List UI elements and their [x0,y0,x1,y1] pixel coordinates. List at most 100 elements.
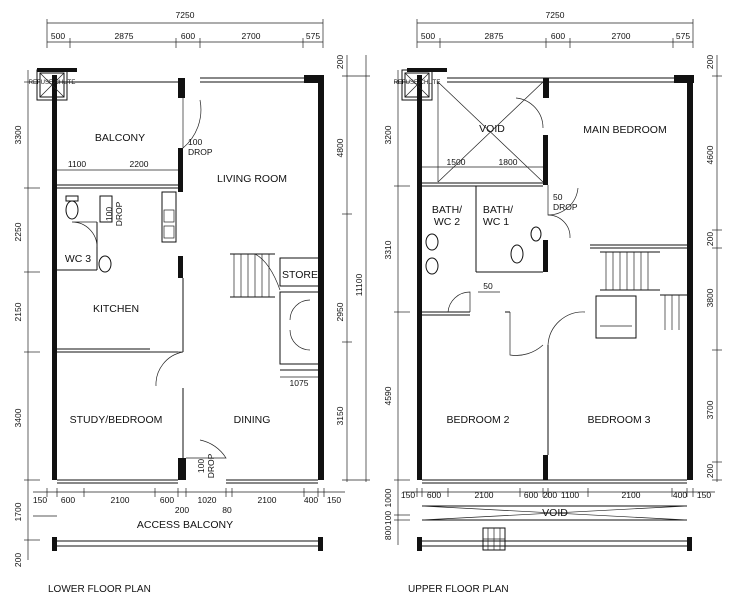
lower-top-part-3: 600 [181,31,195,41]
lower-drop2-value: 100 [104,207,114,221]
upper-void-bottom-label: VOID [542,507,568,519]
upper-top-part-1: 500 [421,31,435,41]
lower-bottom-9: 400 [304,495,318,505]
upper-main-bedroom-label: MAIN BEDROOM [583,124,666,136]
upper-bath2-label-2: WC 2 [434,216,460,228]
upper-top-part-4: 2700 [612,31,631,41]
lower-staircase [230,253,281,298]
lower-drop3-text: DROP [206,453,216,478]
upper-void-top-label: VOID [479,123,505,135]
upper-drop-text: DROP [553,202,578,212]
upper-left-dim-4: 1000 [383,488,393,507]
lower-right-top: 200 [335,55,345,69]
upper-note-50: 50 [483,281,493,291]
lower-right-dimensions: 200 4800 2950 3150 11100 [335,55,370,482]
lower-top-total: 7250 [176,10,195,20]
lower-top-dimensions: 7250 500 2875 600 2700 575 [46,10,324,48]
upper-bath2-label-1: BATH/ [432,204,462,216]
upper-top-part-3: 600 [551,31,565,41]
upper-top-part-5: 575 [676,31,690,41]
upper-bottom-7: 2100 [622,490,641,500]
upper-right-dim-4: 3700 [705,400,715,419]
lower-walls [37,68,324,484]
upper-floor-plan-caption: UPPER FLOOR PLAN [408,584,509,595]
upper-bottom-5: 200 [543,490,557,500]
lower-store-label: STORE [282,269,318,281]
lower-bottom-1: 150 [33,495,47,505]
lower-total-height: 11100 [354,274,364,297]
lower-balcony-label: BALCONY [95,132,145,144]
lower-refuse-chute: REFUSE CHUTE [29,69,76,101]
upper-top-dimensions: 7250 500 2875 600 2700 575 [416,10,694,48]
lower-bottom-8: 2100 [258,495,277,505]
lower-top-part-4: 2700 [242,31,261,41]
upper-top-total: 7250 [546,10,565,20]
lower-left-dimensions: 3300 2250 2150 3400 1700 200 [13,70,40,567]
lower-living-room-label: LIVING ROOM [217,173,287,185]
upper-left-dim-2: 3310 [383,240,393,259]
upper-bedroom-3-label: BEDROOM 3 [587,414,650,426]
upper-bottom-2: 600 [427,490,441,500]
lower-note-1075: 1075 [290,378,309,388]
lower-note-2200: 2200 [130,159,149,169]
upper-right-dim-5: 200 [705,464,715,478]
upper-left-dimensions: 3200 3310 4590 1000 100 800 [383,70,410,545]
lower-bottom-4: 600 [160,495,174,505]
upper-fixtures [425,226,542,275]
upper-top-part-2: 2875 [485,31,504,41]
upper-drop-value: 50 [553,192,563,202]
lower-access-balcony-label: ACCESS BALCONY [137,519,233,531]
lower-drop1-value: 100 [188,137,202,147]
lower-bottom-10: 150 [327,495,341,505]
lower-refuse-chute-label: REFUSE CHUTE [29,80,76,86]
lower-bottom-2: 600 [61,495,75,505]
lower-left-dim-2: 2250 [13,222,23,241]
upper-floor-plan: 7250 500 2875 600 2700 575 3200 3310 459… [383,10,722,595]
lower-bottom-dimensions: 150 600 2100 600 200 1020 80 2100 400 15… [33,488,345,515]
lower-drop1-text: DROP [188,147,213,157]
lower-top-part-2: 2875 [115,31,134,41]
lower-doors [71,98,311,459]
upper-bottom-9: 150 [697,490,711,500]
upper-left-dim-3: 4590 [383,386,393,405]
lower-left-dim-3: 2150 [13,302,23,321]
upper-right-dimensions: 200 4600 200 3800 3700 200 [705,55,722,482]
upper-bottom-1: 150 [401,490,415,500]
lower-drop2-text: DROP [114,201,124,226]
lower-study-bedroom-label: STUDY/BEDROOM [70,414,163,426]
lower-right-dim-3: 3150 [335,406,345,425]
lower-note-1100: 1100 [68,159,87,169]
upper-right-dim-3: 3800 [705,288,715,307]
lower-left-dim-5: 1700 [13,502,23,521]
upper-void-balcony [417,505,692,551]
upper-right-dim-2: 200 [705,232,715,246]
lower-left-dim-4: 3400 [13,408,23,427]
lower-left-dim-1: 3300 [13,125,23,144]
upper-bedroom-2-label: BEDROOM 2 [446,414,509,426]
upper-left-dim-6: 800 [383,526,393,540]
upper-note-1500: 1500 [447,157,466,167]
upper-bath1-label-1: BATH/ [483,204,513,216]
upper-note-1800: 1800 [499,157,518,167]
upper-left-dim-1: 3200 [383,125,393,144]
lower-left-dim-6: 200 [13,553,23,567]
upper-refuse-chute-label: REFUSE CHUTE [394,80,441,86]
lower-right-dim-1: 4800 [335,138,345,157]
upper-bottom-6: 1100 [561,490,580,500]
lower-right-dim-2: 2950 [335,302,345,321]
lower-wc3-label: WC 3 [65,253,91,265]
upper-bottom-4: 600 [524,490,538,500]
lower-bottom-7: 80 [222,505,232,515]
upper-refuse-chute: REFUSE CHUTE [394,69,441,101]
lower-bottom-6: 1020 [198,495,217,505]
upper-void-opening [437,81,544,183]
lower-bottom-3: 2100 [111,495,130,505]
lower-dining-label: DINING [234,414,271,426]
upper-bottom-3: 2100 [475,490,494,500]
upper-staircase [600,251,687,330]
lower-bottom-5: 200 [175,505,189,515]
lower-floor-plan: 7250 500 2875 600 2700 575 3300 2250 215… [13,10,370,595]
lower-top-part-5: 575 [306,31,320,41]
upper-right-dim-1: 4600 [705,145,715,164]
